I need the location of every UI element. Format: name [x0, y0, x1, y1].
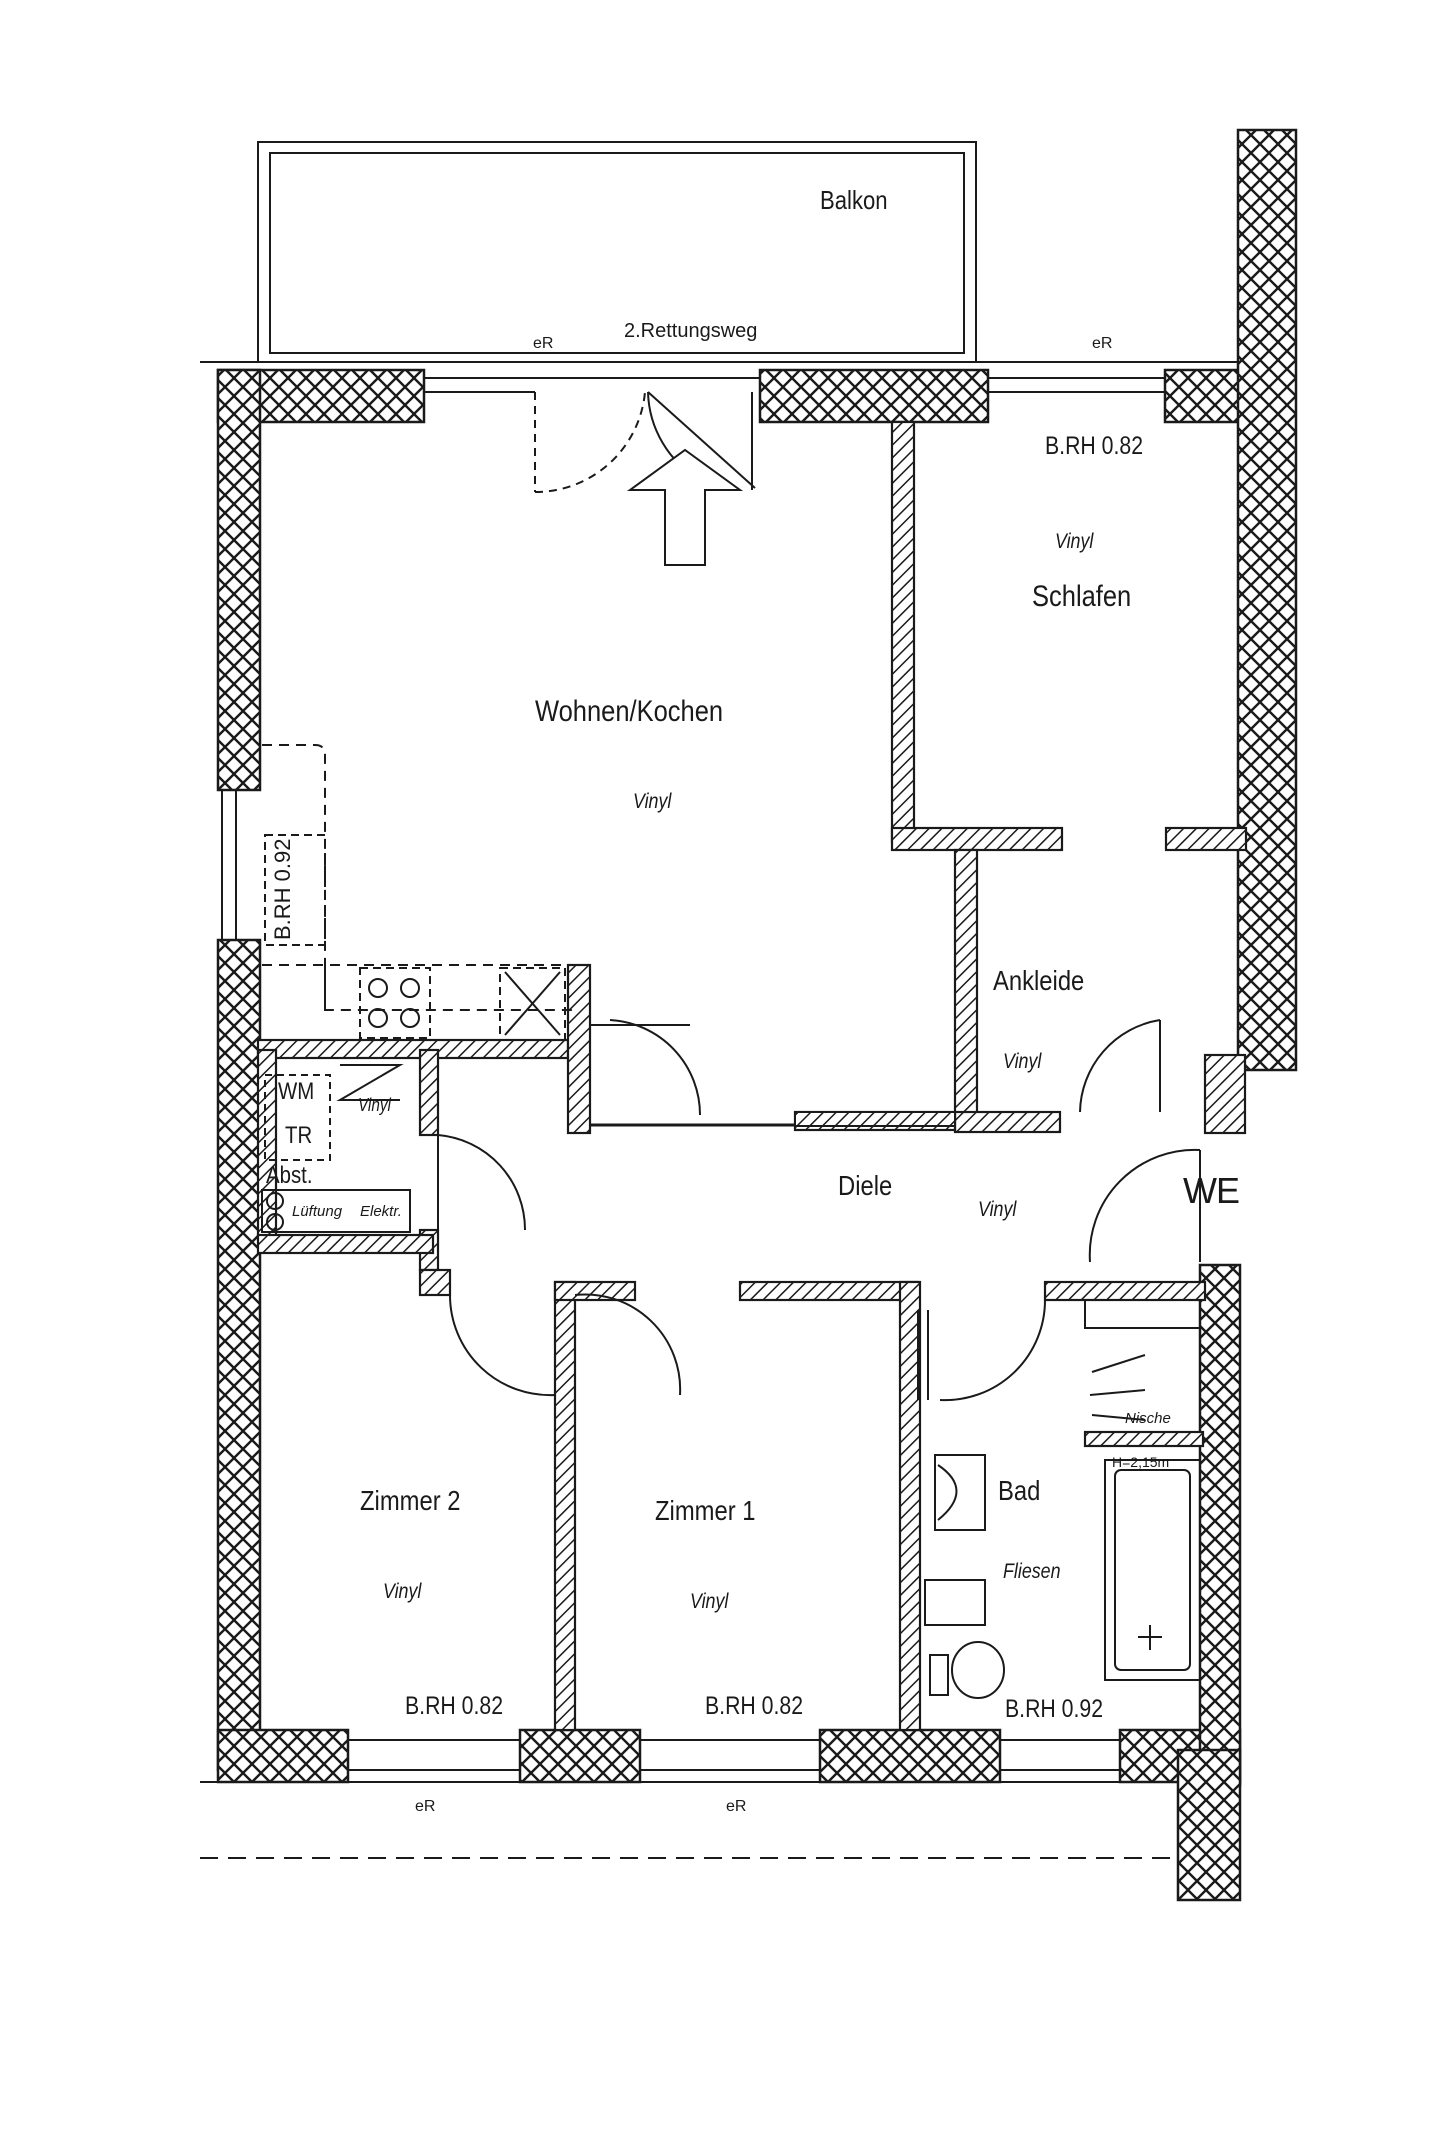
balcony	[257, 141, 977, 363]
label-window-bad: B.RH 0.92	[1005, 1695, 1104, 1723]
label-lueftung: Lüftung	[292, 1203, 343, 1220]
label-floor-zimmer1: Vinyl	[690, 1590, 729, 1613]
kitchen-window-box	[264, 834, 326, 946]
bath-fixtures	[917, 1299, 1201, 1699]
label-nische: Nische	[1125, 1410, 1171, 1427]
label-abst: Abst.	[266, 1162, 313, 1189]
label-diele: Diele	[838, 1170, 893, 1201]
windows	[221, 377, 1165, 1771]
label-wm: WM	[278, 1078, 315, 1105]
label-floor-zimmer2: Vinyl	[383, 1580, 422, 1603]
label-floor-wohnen: Vinyl	[633, 790, 672, 813]
escape-arrow	[626, 448, 744, 566]
label-er-top-right: eR	[1092, 335, 1113, 352]
label-window-zimmer2: B.RH 0.82	[405, 1692, 504, 1720]
label-tr: TR	[285, 1122, 313, 1149]
utility-fixtures	[261, 1064, 411, 1233]
label-bad: Bad	[998, 1475, 1041, 1506]
label-window-zimmer1: B.RH 0.82	[705, 1692, 804, 1720]
stove	[359, 967, 431, 1039]
label-er-bottom-left: eR	[415, 1798, 436, 1815]
interior-walls	[256, 420, 1248, 1732]
label-window-kueche: B.RH 0.92	[270, 838, 295, 941]
sink	[499, 967, 566, 1041]
exterior-walls	[216, 128, 1298, 1902]
label-floor-abstell: Vinyl	[358, 1095, 391, 1115]
label-zimmer2: Zimmer 2	[360, 1485, 461, 1516]
label-elektr: Elektr.	[360, 1203, 402, 1220]
label-zimmer1: Zimmer 1	[655, 1495, 756, 1526]
label-wohnen-kochen: Wohnen/Kochen	[535, 695, 724, 728]
label-floor-diele: Vinyl	[978, 1198, 1017, 1221]
label-floor-bad: Fliesen	[1003, 1560, 1061, 1583]
label-floor-ankleide: Vinyl	[1003, 1050, 1042, 1073]
label-er-bottom-right: eR	[726, 1798, 747, 1815]
label-schlafen: Schlafen	[1032, 580, 1132, 613]
label-rettungsweg: 2.Rettungsweg	[624, 320, 758, 342]
label-height: H=2,15m	[1112, 1454, 1170, 1470]
label-we: WE	[1183, 1170, 1240, 1211]
label-er-top-left: eR	[533, 335, 554, 352]
label-ankleide: Ankleide	[993, 965, 1085, 996]
kitchen-counter	[262, 744, 575, 1011]
label-floor-schlafen: Vinyl	[1055, 530, 1094, 553]
doors	[437, 391, 1201, 1402]
label-window-schlafen: B.RH 0.82	[1045, 432, 1144, 460]
label-balkon: Balkon	[820, 185, 888, 215]
